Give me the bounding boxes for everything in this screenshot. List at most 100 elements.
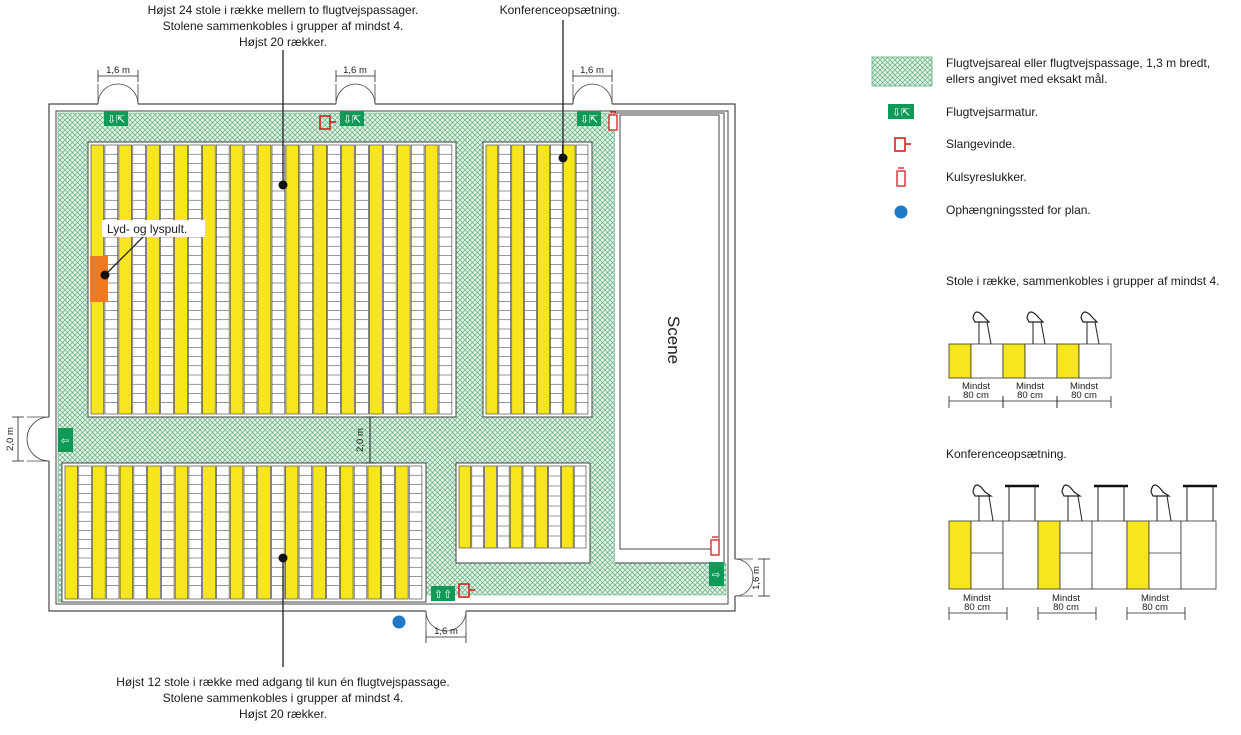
chair-column	[146, 144, 160, 415]
exit-sign-icon: ⇩⇱	[104, 111, 128, 126]
door-top-left: 1,6 m	[97, 65, 139, 106]
chair-column	[408, 465, 423, 600]
hanging-point-marker	[392, 615, 406, 629]
chair-column	[458, 465, 472, 549]
chair-column	[106, 465, 120, 600]
chair-column	[353, 465, 368, 600]
legend-escape-area-line2: ellers angivet med eksakt mål.	[946, 72, 1107, 86]
chair-column	[355, 144, 369, 415]
side-door-label: 2,0 m	[5, 427, 16, 451]
chair-column	[369, 144, 383, 415]
min-value: 80 cm	[1017, 390, 1043, 401]
chair-column	[161, 465, 175, 600]
door-width-label: 1,6 m	[434, 626, 458, 637]
door-width-label: 1,6 m	[343, 65, 367, 76]
exit-sign-icon: ⇨	[709, 562, 724, 586]
min-label: Mindst	[1141, 593, 1169, 604]
chair-column	[312, 465, 326, 600]
chair-column	[497, 465, 510, 549]
svg-text:⇩⇱: ⇩⇱	[107, 113, 125, 126]
exit-sign-icon: ⇩⇱	[340, 111, 364, 126]
seating-block	[87, 141, 457, 418]
min-label: Mindst	[1052, 593, 1080, 604]
chair-column	[243, 465, 257, 600]
chair-column	[535, 465, 548, 549]
chair-column	[118, 144, 132, 415]
chair-column	[395, 465, 409, 600]
chair-column	[511, 144, 524, 415]
svg-text:⇦: ⇦	[61, 436, 69, 447]
chair-column	[271, 144, 286, 415]
door-top-right: 1,6 m	[572, 65, 613, 106]
chair-column	[257, 465, 271, 600]
chair-column	[524, 144, 537, 415]
seating-blocks	[61, 141, 593, 603]
chair-column	[188, 144, 202, 415]
legend-escape-area: Flugtvejsareal eller flugtvejspassage, 1…	[946, 56, 1210, 70]
chair-column	[397, 144, 411, 415]
bottom-callout-line2: Stolene sammenkobles i grupper af mindst…	[163, 691, 404, 705]
detail-row-seating: Stole i række, sammenkobles i grupper af…	[946, 274, 1219, 408]
top-callout-line1: Højst 24 stole i række mellem to flugtve…	[148, 3, 419, 17]
seating-block	[482, 141, 593, 418]
chair-column	[340, 465, 354, 600]
chair-column	[298, 465, 313, 600]
svg-text:⇩⇱: ⇩⇱	[892, 106, 910, 119]
chair-column	[573, 465, 587, 549]
top-callout-line2: Stolene sammenkobles i grupper af mindst…	[163, 19, 404, 33]
min-label: Mindst	[963, 593, 991, 604]
door-left: 2,0 m	[5, 416, 51, 462]
seating-block	[455, 462, 591, 564]
chair-column	[548, 465, 561, 549]
co2-extinguisher-icon	[608, 111, 618, 131]
legend-exit-sign: Flugtvejsarmatur.	[946, 105, 1038, 119]
exit-sign-icon: ⇧⇧	[431, 586, 455, 601]
min-label: Mindst	[1016, 381, 1044, 392]
min-value: 80 cm	[963, 390, 989, 401]
legend-hanging-point: Ophængningssted for plan.	[946, 203, 1091, 217]
door-right: 1,6 m	[733, 558, 770, 597]
stage: Scene	[615, 112, 725, 564]
chair-column	[174, 465, 189, 600]
legend-hose-reel: Slangevinde.	[946, 137, 1015, 151]
sound-light-desk-label: Lyd- og lyspult.	[107, 222, 187, 236]
chair-column	[299, 144, 313, 415]
chair-column	[381, 465, 395, 600]
door-width-label: 1,6 m	[751, 566, 762, 590]
detail-conference-title: Konferenceopsætning.	[946, 447, 1067, 461]
exit-sign-icon: ⇦	[58, 428, 73, 452]
door-top-middle: 1,6 m	[335, 65, 376, 106]
escape-area-swatch	[871, 56, 933, 87]
chair-column	[509, 465, 523, 549]
svg-text:⇧⇧: ⇧⇧	[434, 588, 452, 601]
conference-callout: Konferenceopsætning.	[500, 3, 621, 17]
sound-light-desk	[90, 256, 108, 302]
stage-label: Scene	[664, 316, 683, 364]
building-walls	[48, 103, 736, 612]
svg-text:⇩⇱: ⇩⇱	[343, 113, 361, 126]
chair-column	[174, 144, 188, 415]
callout-bottom	[278, 553, 288, 667]
chair-column	[202, 144, 216, 415]
chair-column	[313, 144, 327, 415]
chair-column	[562, 144, 576, 415]
chair-column	[271, 465, 285, 600]
chair-column	[78, 465, 92, 600]
chair-column	[341, 144, 355, 415]
legend-co2: Kulsyreslukker.	[946, 170, 1027, 184]
chair-column	[438, 144, 453, 415]
chair-column	[498, 144, 512, 415]
min-value: 80 cm	[1053, 602, 1079, 613]
chair-column	[285, 144, 300, 415]
callout-conference	[558, 20, 568, 163]
chair-column	[485, 144, 499, 415]
chair-column	[561, 465, 574, 549]
chair-column	[575, 144, 589, 415]
min-value: 80 cm	[1142, 602, 1168, 613]
min-value: 80 cm	[964, 602, 990, 613]
co2-extinguisher-icon	[710, 536, 720, 556]
